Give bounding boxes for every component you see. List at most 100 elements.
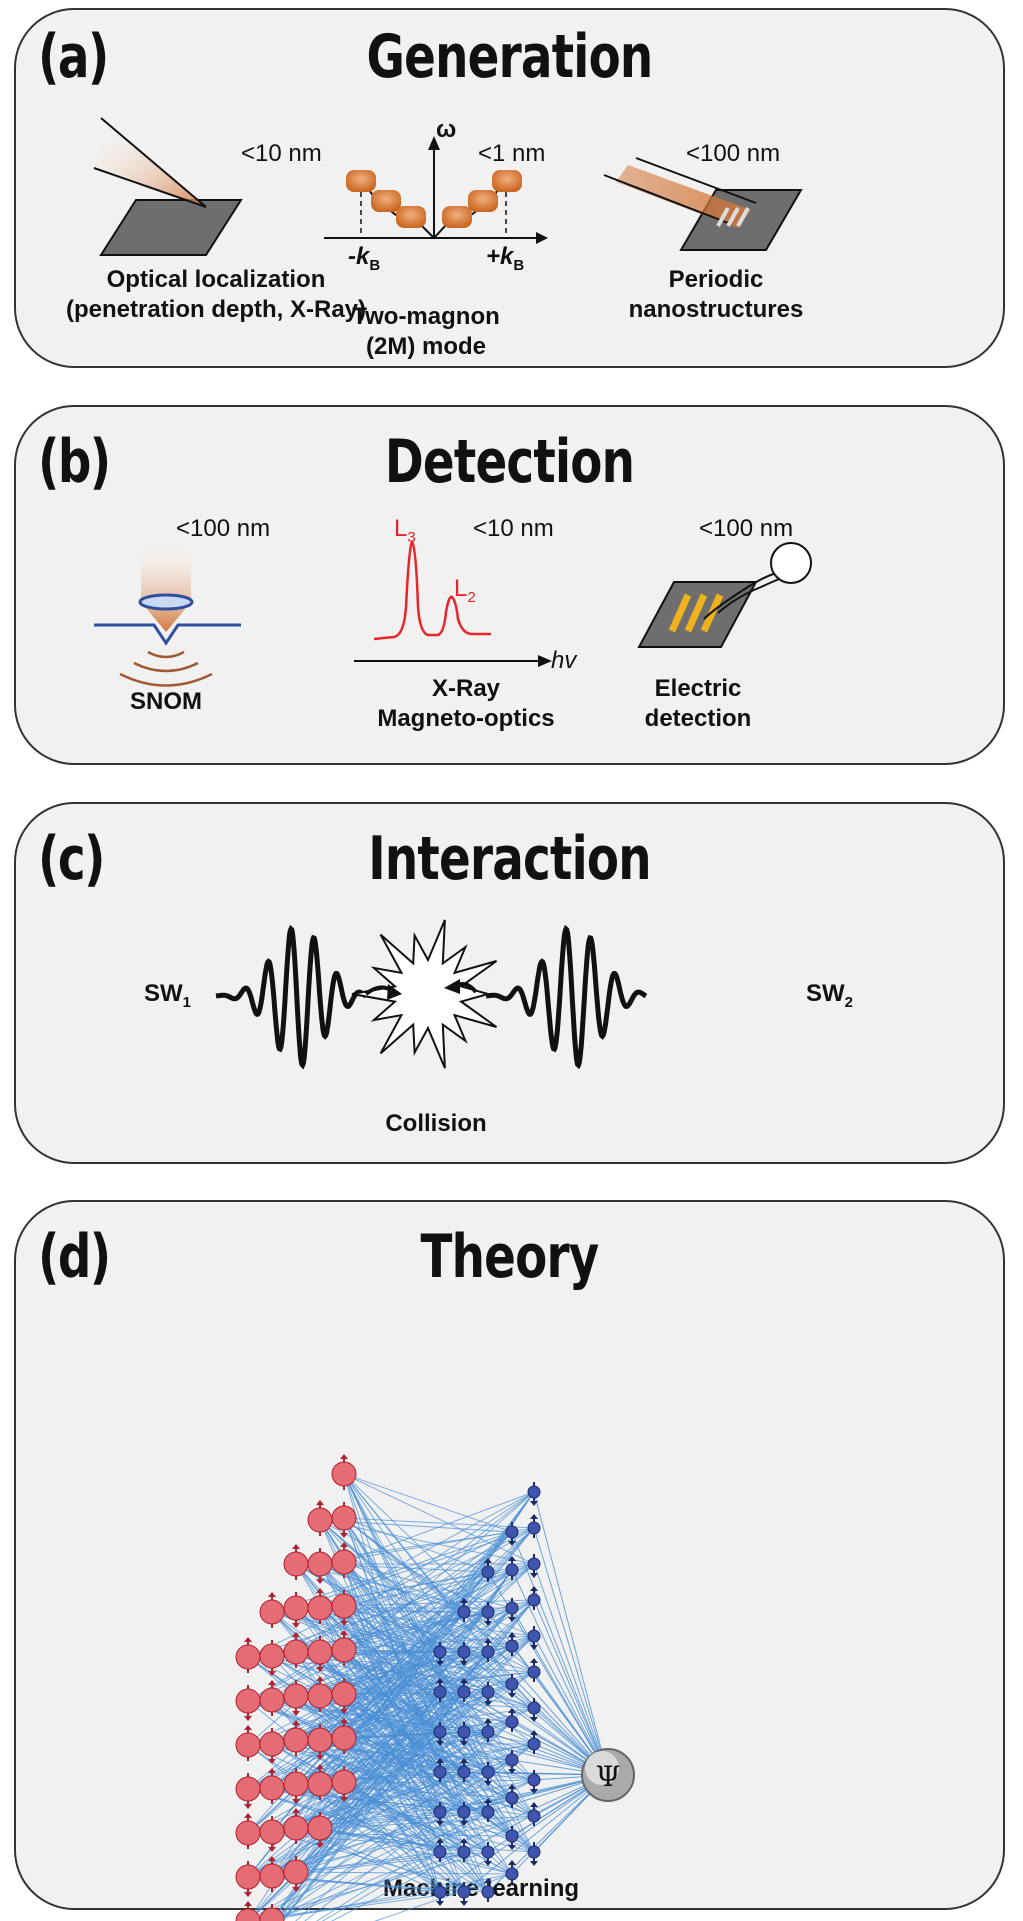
spin-down-node	[457, 1882, 471, 1906]
network-edge	[319, 1611, 489, 1697]
network-edge	[533, 1527, 609, 1776]
spin-up-node	[505, 1860, 519, 1884]
network-edge	[319, 1519, 513, 1685]
panel-title: Theory	[420, 1222, 599, 1292]
xray-caption: X-Ray Magneto-optics	[377, 675, 555, 732]
panel-detection: (b) Detection <100 nm SNOM <10 nm L3 L2 …	[14, 405, 1005, 765]
hv-axis-label: hv	[551, 647, 577, 674]
generation-illustrations	[93, 117, 803, 256]
spin-down-node	[283, 1680, 309, 1716]
spin-up-node	[283, 1720, 309, 1756]
spin-up-node	[235, 1813, 261, 1849]
spin-wave-2-icon	[485, 924, 648, 1070]
network-edge	[343, 1737, 513, 1761]
network-edge	[343, 1693, 441, 1773]
collision-caption: Collision	[385, 1110, 487, 1137]
network-edge	[319, 1599, 535, 1653]
spin-down-node	[331, 1502, 357, 1538]
tip-on-surface-icon	[93, 117, 243, 256]
network-edge	[295, 1743, 535, 1873]
network-edge	[247, 1611, 465, 1702]
network-edge	[343, 1517, 489, 1573]
network-edge	[343, 1605, 441, 1693]
network-edge	[343, 1473, 465, 1653]
network-edge	[343, 1737, 441, 1893]
network-edge	[271, 1851, 441, 1921]
spin-down-node	[527, 1482, 541, 1506]
spin-down-node	[433, 1802, 447, 1826]
network-edge	[439, 1691, 609, 1776]
spin-up-node	[331, 1718, 357, 1754]
size-label: <10 nm	[241, 140, 322, 167]
spin-up-node	[527, 1730, 541, 1754]
spin-down-node	[307, 1812, 333, 1848]
network-edge	[343, 1649, 489, 1773]
spin-up-node	[433, 1838, 447, 1862]
spin-down-node	[527, 1554, 541, 1578]
psi-output-node: Ψ	[581, 1748, 635, 1802]
network-edge	[343, 1517, 489, 1893]
network-edge	[343, 1781, 441, 1853]
spin-up-node	[307, 1676, 333, 1712]
network-edge	[533, 1599, 609, 1776]
network-edge	[343, 1649, 441, 1813]
size-label: <100 nm	[686, 140, 781, 167]
panel-title: Interaction	[368, 824, 651, 894]
network-edge	[295, 1695, 465, 1853]
network-edge	[271, 1811, 489, 1921]
spin-up-node	[481, 1878, 495, 1902]
spin-down-node	[283, 1856, 309, 1892]
neural-network-illustration: Ψ	[235, 1454, 635, 1921]
optical-localization-caption: Optical localization (penetration depth,…	[66, 266, 367, 323]
spin-down-node	[235, 1773, 261, 1809]
network-edge	[343, 1781, 465, 1853]
spin-down-node	[283, 1768, 309, 1804]
network-edge	[343, 1605, 441, 1853]
peak-l3-label: L3	[394, 515, 416, 546]
network-edge	[319, 1695, 441, 1813]
spin-up-node	[235, 1901, 261, 1921]
panel-label: (c)	[38, 824, 105, 894]
network-edge	[439, 1651, 609, 1776]
size-label: <10 nm	[473, 515, 554, 542]
network-edge	[343, 1611, 465, 1695]
network-edge	[487, 1651, 609, 1776]
network-edge	[319, 1721, 513, 1829]
spin-down-node	[259, 1728, 285, 1764]
network-edge	[295, 1739, 513, 1837]
network-edge	[343, 1561, 513, 1609]
network-edge	[319, 1651, 535, 1745]
panel-title: Generation	[366, 22, 654, 92]
snom-probe-icon	[94, 537, 241, 687]
network-edge	[271, 1731, 465, 1877]
spin-up-node	[259, 1856, 285, 1892]
panel-theory: (d) Theory Machine learning Ψ	[14, 1200, 1005, 1921]
network-edge	[343, 1649, 513, 1837]
network-edge	[343, 1531, 513, 1651]
spin-down-node	[505, 1826, 519, 1850]
network-edge	[295, 1683, 513, 1741]
spin-up-node	[481, 1558, 495, 1582]
spin-down-node	[235, 1861, 261, 1897]
spin-up-node	[527, 1658, 541, 1682]
spin-down-node	[259, 1640, 285, 1676]
network-edge	[343, 1649, 535, 1709]
network-edge	[271, 1873, 513, 1921]
spin-up-node	[331, 1454, 357, 1490]
spin-down-node	[283, 1592, 309, 1628]
spin-down-node	[481, 1842, 495, 1866]
network-edge	[343, 1649, 535, 1853]
spin-up-node	[331, 1542, 357, 1578]
k-minus-label: -kB	[348, 243, 381, 274]
network-edge	[343, 1561, 489, 1693]
spin-down-node	[457, 1722, 471, 1746]
spin-down-node	[457, 1802, 471, 1826]
spin-down-node	[235, 1685, 261, 1721]
electric-detection-icon	[637, 542, 812, 648]
two-magnon-caption: Two-magnon (2M) mode	[352, 303, 500, 360]
spin-down-node	[259, 1904, 285, 1921]
spin-down-node	[505, 1674, 519, 1698]
spin-up-node	[481, 1718, 495, 1742]
snom-caption: SNOM	[130, 688, 202, 715]
spin-up-node	[259, 1768, 285, 1804]
